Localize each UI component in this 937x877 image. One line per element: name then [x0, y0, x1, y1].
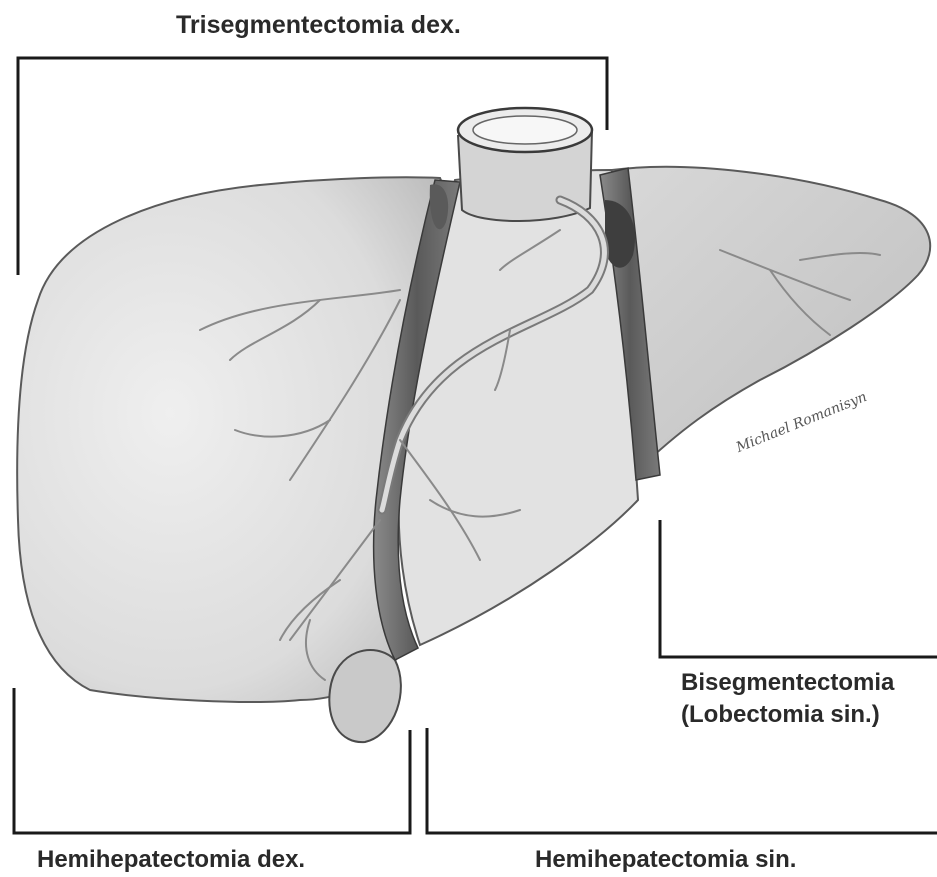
- bracket-hemihepatectomy-left: [427, 728, 937, 833]
- label-bisegmentectomy: Bisegmentectomia: [681, 668, 894, 698]
- left-liver-lobe: [612, 167, 930, 470]
- label-hemihepatectomy-sin: Hemihepatectomia sin.: [535, 845, 796, 875]
- label-hemihepatectomy-dex: Hemihepatectomia dex.: [37, 845, 305, 875]
- label-trisegmentectomy: Trisegmentectomia dex.: [176, 10, 461, 40]
- label-lobectomy-sin: (Lobectomia sin.): [681, 700, 880, 730]
- gallbladder: [329, 650, 401, 742]
- bracket-bisegmentectomy: [660, 520, 937, 657]
